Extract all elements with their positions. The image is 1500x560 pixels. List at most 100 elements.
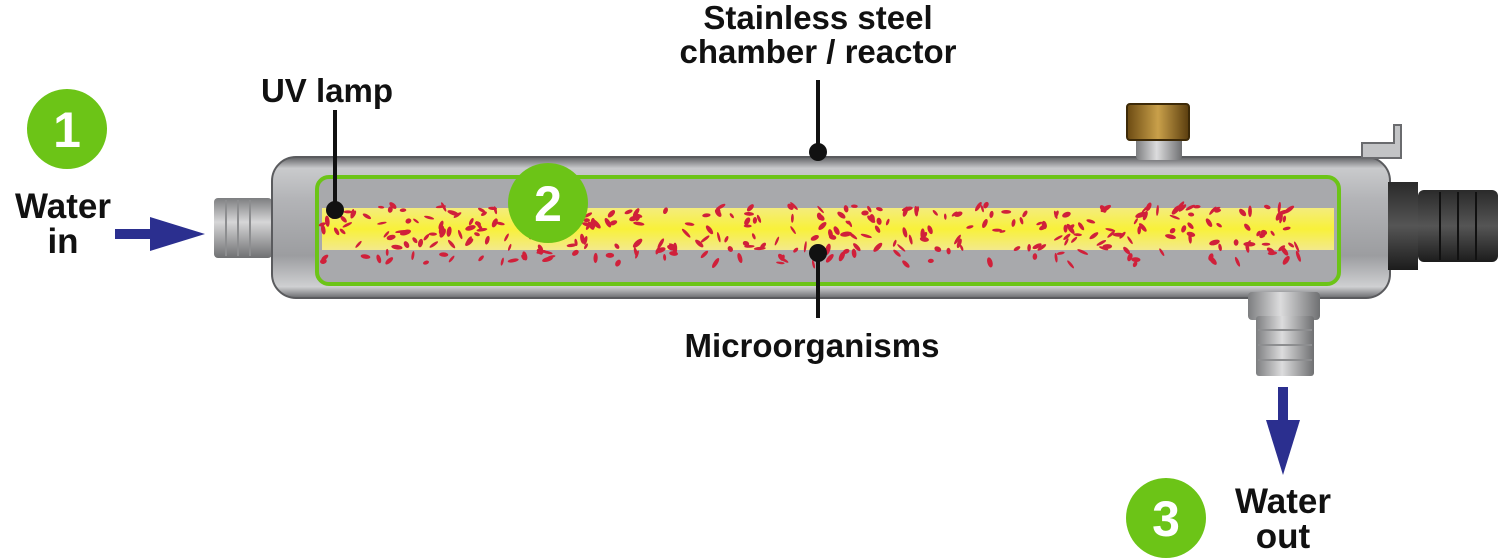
microorganism-dot xyxy=(1001,209,1012,214)
microorganism-dot xyxy=(1041,220,1047,230)
microorganism-dot xyxy=(488,206,498,211)
microorganism-dot xyxy=(920,228,925,240)
microorganism-dot xyxy=(480,211,487,217)
water-out-label-line2: out xyxy=(1256,517,1311,556)
microorganism-dot xyxy=(1053,235,1063,241)
microorganism-dot xyxy=(566,243,577,248)
inlet-fitting xyxy=(214,198,272,258)
microorganism-dot xyxy=(873,242,883,252)
microorganism-dot xyxy=(1280,246,1289,256)
microorganism-dot xyxy=(413,218,419,224)
microorganism-dot xyxy=(951,211,958,217)
microorganism-dot xyxy=(876,207,883,212)
microorganism-dot xyxy=(604,217,612,228)
microorganism-dot xyxy=(655,247,660,255)
microorganism-dot xyxy=(803,241,807,253)
microorganism-dot xyxy=(1127,236,1133,245)
microorganism-dot xyxy=(681,228,691,238)
microorganism-dot xyxy=(902,260,910,268)
microorganism-dot xyxy=(669,251,678,256)
microorganism-dot xyxy=(583,218,590,223)
microorganism-dot xyxy=(833,226,840,235)
microorganism-dot xyxy=(465,238,474,246)
microorganism-dot xyxy=(457,229,463,240)
microorganism-dot xyxy=(542,250,553,255)
microorganism-dot xyxy=(1244,223,1251,231)
microorganism-dot xyxy=(447,239,456,249)
microorganism-dot xyxy=(1277,201,1281,213)
microorganism-dot xyxy=(1186,231,1196,237)
chamber-label-line1: Stainless steel xyxy=(703,0,932,36)
microorganism-dot xyxy=(897,244,906,252)
microorganism-dot xyxy=(1176,201,1185,211)
microorganism-dot xyxy=(790,202,798,210)
chamber-label-line2: chamber / reactor xyxy=(680,33,957,70)
microorganism-dot xyxy=(385,248,389,256)
microorganism-dot xyxy=(342,222,353,228)
microorganism-dot xyxy=(751,233,756,240)
microorganism-dot xyxy=(635,250,639,259)
microorganism-dot xyxy=(1086,219,1096,224)
step-3-number: 3 xyxy=(1152,491,1180,547)
microorganism-dot xyxy=(446,226,452,237)
microorganism-dot xyxy=(1105,228,1116,232)
microorganism-dot xyxy=(1288,242,1295,248)
microorganism-dot xyxy=(705,225,714,235)
microorganism-dot xyxy=(1218,243,1222,252)
microorganism-dot xyxy=(574,238,578,247)
microorganism-dot xyxy=(1261,242,1271,246)
microorganism-dot xyxy=(428,232,437,236)
microorganism-dot xyxy=(919,236,929,242)
microorganism-dot xyxy=(484,235,490,245)
microorganism-dot xyxy=(700,235,710,243)
microorganism-dot xyxy=(474,232,480,237)
end-cap xyxy=(1388,182,1498,270)
microorganism-dot xyxy=(632,208,640,217)
microorganism-dot xyxy=(424,215,435,220)
microorganism-dot xyxy=(391,244,403,250)
microorganism-dot xyxy=(1068,224,1075,230)
microorganism-dot xyxy=(983,201,989,209)
microorganism-dot xyxy=(591,219,601,229)
microorganism-dot xyxy=(1102,244,1113,249)
microorganism-dot xyxy=(339,228,346,235)
microorganism-dot xyxy=(500,257,504,266)
microorganism-dot xyxy=(811,260,816,269)
microorganism-dot xyxy=(474,221,481,226)
uv-lamp-leader-line xyxy=(326,110,344,219)
microorganism-dot xyxy=(885,218,890,226)
microorganism-dot xyxy=(1067,260,1075,269)
microorganism-dot xyxy=(423,234,430,241)
step-2-number: 2 xyxy=(534,176,562,232)
uv-lamp-glow xyxy=(322,208,1334,250)
microorganism-dot xyxy=(580,233,585,244)
microorganism-dot xyxy=(1027,244,1031,252)
microorganism-dot xyxy=(848,232,858,240)
microorganism-dot xyxy=(1156,204,1159,216)
microorganism-dot xyxy=(874,225,881,233)
microorganism-dot xyxy=(744,217,751,226)
microorganism-dot xyxy=(572,249,579,256)
microorganism-dot xyxy=(851,204,858,208)
microorganism-dot xyxy=(1063,224,1068,233)
step-1-number: 1 xyxy=(53,102,81,158)
microorganism-dot xyxy=(946,247,951,255)
microorganism-dot xyxy=(355,240,362,248)
microorganism-dot xyxy=(399,229,412,236)
microorganism-dot xyxy=(1234,256,1241,267)
microorganisms-label: Microorganisms xyxy=(685,327,940,364)
microorganism-dot xyxy=(1089,232,1099,240)
microorganism-dot xyxy=(465,225,476,231)
microorganism-dot xyxy=(932,209,938,216)
microorganism-dot xyxy=(593,252,598,264)
microorganism-dot xyxy=(624,209,633,215)
microorganism-dot xyxy=(982,219,988,228)
microorganism-dot xyxy=(1216,222,1222,228)
microorganism-dot xyxy=(869,214,875,223)
microorganism-dot xyxy=(537,244,544,253)
microorganism-dot xyxy=(615,259,621,267)
microorganism-dot xyxy=(584,212,593,218)
microorganism-dot xyxy=(1270,230,1275,236)
microorganism-dot xyxy=(727,246,733,252)
